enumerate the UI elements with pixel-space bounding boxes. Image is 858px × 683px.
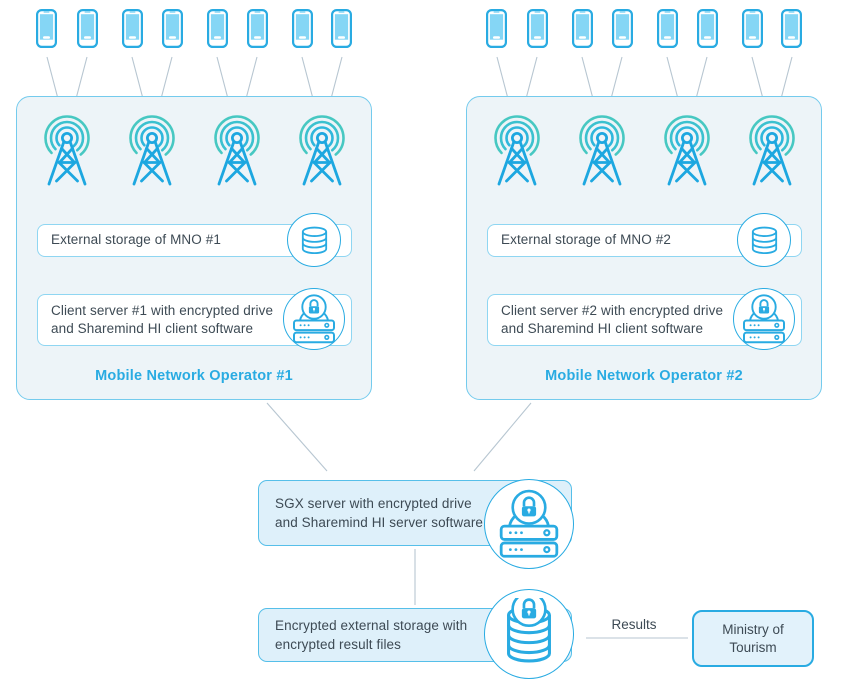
encrypted-database-icon [501,597,557,671]
sgx-server-badge [484,479,574,569]
mno2-client-server-badge [733,288,795,350]
phone-icon [162,9,183,48]
results-label: Results [611,617,657,632]
mno1-client-server-label-line1: Client server #1 with encrypted drive [51,302,274,318]
phone-icon [742,9,763,48]
phone-icon [612,9,633,48]
mno2-title: Mobile Network Operator #2 [545,368,743,384]
encrypted-storage-badge [484,589,574,679]
phone-icon [247,9,268,48]
cell-tower-icon [35,115,99,187]
mno1-title: Mobile Network Operator #1 [95,368,293,384]
database-icon [748,226,781,255]
ministry-label-line1: Ministry of [722,621,784,637]
mno1-external-storage-label: External storage of MNO #1 [51,232,221,248]
ministry-label-line2: Tourism [729,639,777,655]
database-icon [298,226,331,255]
cell-tower-icon [120,115,184,187]
mno2-storage-badge [737,213,791,267]
cell-tower-icon [205,115,269,187]
phone-icon [781,9,802,48]
cell-tower-icon [655,115,719,187]
mno1-storage-badge [287,213,341,267]
phone-icon [292,9,313,48]
ministry-of-tourism-box: Ministry of Tourism [692,610,814,667]
phone-icon [527,9,548,48]
phone-icon [572,9,593,48]
phone-icon [122,9,143,48]
mno2-client-server-label-line2: and Sharemind HI client software [501,321,704,336]
phone-icon [697,9,718,48]
encrypted-server-icon [743,294,785,344]
cell-tower-icon [740,115,804,187]
encrypted-server-icon [293,294,335,344]
mno2-external-storage-label: External storage of MNO #2 [501,232,671,248]
encrypted-storage-label-line1: Encrypted external storage with [275,618,468,633]
sgx-label-line1: SGX server with encrypted drive [275,496,472,511]
mno2-client-server-label-line1: Client server #2 with encrypted drive [501,302,724,318]
sgx-label-line2: and Sharemind HI server software [275,515,484,530]
cell-tower-icon [290,115,354,187]
phone-icon [207,9,228,48]
phone-icon [331,9,352,48]
phone-icon [36,9,57,48]
phone-icon [657,9,678,48]
encrypted-storage-label-line2: encrypted result files [275,637,402,652]
cell-tower-icon [570,115,634,187]
mno1-client-server-label-line2: and Sharemind HI client software [51,321,254,336]
encrypted-server-icon [499,489,559,558]
mno1-client-server-badge [283,288,345,350]
phone-icon [486,9,507,48]
phone-icon [77,9,98,48]
cell-tower-icon [485,115,549,187]
